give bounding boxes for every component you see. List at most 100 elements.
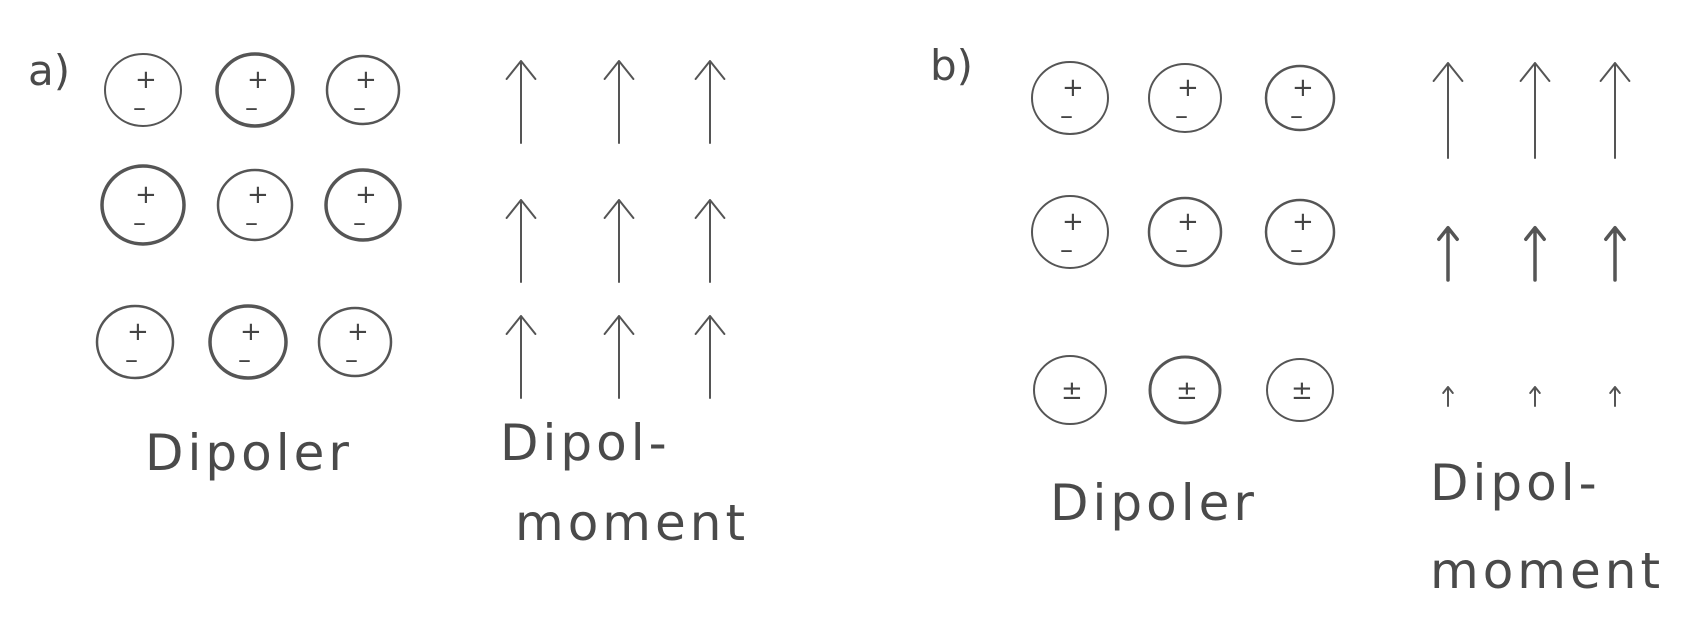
plus-minus-sign: ± — [1061, 376, 1083, 406]
plus-sign: + — [127, 317, 149, 347]
dipole-circle — [1148, 355, 1222, 425]
plus-sign: + — [1177, 73, 1199, 103]
panel-b-moment-caption-line2: moment — [1430, 542, 1664, 600]
dipole-circle — [1033, 355, 1107, 425]
dipole-moment-arrow — [603, 199, 635, 283]
minus-sign: – — [125, 345, 138, 375]
dipole-moment-arrow — [1442, 386, 1454, 407]
dipole-moment-arrow — [1524, 226, 1546, 282]
dipole: +– — [1264, 198, 1336, 266]
dipole: +– — [215, 52, 295, 128]
dipole-moment-arrow — [1519, 62, 1551, 159]
plus-sign: + — [240, 317, 262, 347]
panel-a-moment-caption-line2: moment — [515, 494, 749, 552]
minus-sign: – — [238, 345, 251, 375]
plus-minus-sign: ± — [1291, 376, 1313, 406]
dipole-circle — [1264, 198, 1336, 266]
minus-sign: – — [245, 208, 258, 238]
panel-b-dipole-caption: Dipoler — [1050, 474, 1258, 532]
dipole-circle — [95, 304, 175, 380]
dipole: +– — [1148, 63, 1222, 133]
plus-sign: + — [135, 180, 157, 210]
dipole-moment-arrow — [505, 315, 537, 399]
minus-sign: – — [1060, 101, 1073, 131]
dipole-moment-arrow — [603, 60, 635, 144]
plus-sign: + — [355, 180, 377, 210]
dipole: ± — [1033, 355, 1107, 425]
dipole-moment-arrow — [603, 315, 635, 399]
panel-a-label: a) — [28, 46, 70, 95]
dipole-moment-arrow — [694, 60, 726, 144]
minus-sign: – — [1290, 101, 1303, 131]
minus-sign: – — [245, 93, 258, 123]
panel-b: b) +–+–+–+–+–+–±±± Dipoler Dipol- moment — [930, 41, 1664, 600]
dipole-circle — [324, 168, 402, 242]
minus-sign: – — [353, 93, 366, 123]
dipole-circle — [1031, 61, 1109, 135]
dipole: +– — [216, 168, 294, 242]
panel-a: a) +–+–+–+–+–+–+–+–+– Dipoler Dipol- mom… — [28, 46, 749, 552]
dipole-circle — [216, 168, 294, 242]
dipole-circle — [1264, 64, 1336, 132]
plus-sign: + — [1177, 207, 1199, 237]
dipole: +– — [100, 164, 186, 246]
panel-b-label: b) — [930, 41, 973, 90]
dipole-moment-arrow — [1609, 386, 1621, 407]
dipole-moment-arrow — [1437, 226, 1459, 282]
minus-sign: – — [1175, 101, 1188, 131]
minus-sign: – — [133, 93, 146, 123]
dipole-circle — [317, 306, 393, 378]
plus-sign: + — [135, 65, 157, 95]
plus-sign: + — [1292, 73, 1314, 103]
dipole: +– — [1264, 64, 1336, 132]
plus-sign: + — [1062, 207, 1084, 237]
panel-b-dipole-grid: +–+–+–+–+–+–±±± — [1031, 61, 1336, 425]
dipole-moment-arrow — [1432, 62, 1464, 159]
plus-sign: + — [355, 65, 377, 95]
dipole: +– — [1031, 195, 1109, 269]
dipole: +– — [325, 54, 401, 126]
minus-sign: – — [345, 345, 358, 375]
dipole-moment-arrow — [505, 199, 537, 283]
dipole: +– — [1031, 61, 1109, 135]
minus-sign: – — [133, 208, 146, 238]
dipole-circle — [1031, 195, 1109, 269]
dipole-circle — [100, 164, 186, 246]
plus-sign: + — [347, 317, 369, 347]
panel-a-dipole-grid: +–+–+–+–+–+–+–+–+– — [95, 52, 402, 380]
minus-sign: – — [1175, 235, 1188, 265]
panel-b-moment-caption-line1: Dipol- — [1430, 454, 1601, 512]
dipole-moment-arrow — [1529, 386, 1541, 407]
panel-b-moment-arrows — [1432, 62, 1631, 407]
plus-sign: + — [1292, 207, 1314, 237]
dipole-circle — [104, 53, 182, 127]
dipole-circle — [1148, 63, 1222, 133]
panel-a-moment-arrows — [505, 60, 726, 399]
dipole-circle — [208, 304, 288, 380]
minus-sign: – — [1290, 235, 1303, 265]
panel-a-moment-caption-line1: Dipol- — [500, 414, 671, 472]
dipole-moment-arrow — [1599, 62, 1631, 159]
dipole: +– — [317, 306, 393, 378]
plus-sign: + — [1062, 73, 1084, 103]
plus-sign: + — [247, 65, 269, 95]
dipole-moment-arrow — [694, 315, 726, 399]
minus-sign: – — [353, 208, 366, 238]
dipole-circle — [1147, 196, 1223, 268]
dipole: +– — [208, 304, 288, 380]
minus-sign: – — [1060, 235, 1073, 265]
dipole-moment-arrow — [505, 60, 537, 144]
dipole: +– — [95, 304, 175, 380]
dipole-circle — [215, 52, 295, 128]
dipole: +– — [1147, 196, 1223, 268]
dipole-circle — [1266, 358, 1334, 422]
plus-minus-sign: ± — [1176, 376, 1198, 406]
plus-sign: + — [247, 180, 269, 210]
dipole-moment-arrow — [1604, 226, 1626, 282]
dipole-circle — [325, 54, 401, 126]
dipole: ± — [1148, 355, 1222, 425]
panel-a-dipole-caption: Dipoler — [145, 424, 353, 482]
dipole: ± — [1266, 358, 1334, 422]
dipole: +– — [324, 168, 402, 242]
